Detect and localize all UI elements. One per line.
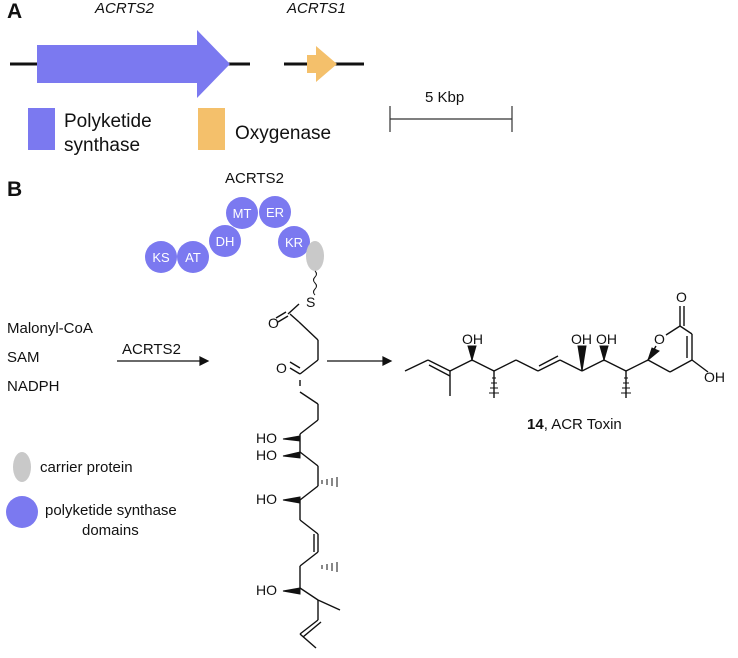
domain-label-kr: KR [285, 235, 303, 250]
legend-oxygenase-swatch [198, 108, 225, 150]
legend-pks-label-line1: Polyketide [64, 111, 152, 132]
intermediate-hashes [321, 477, 338, 572]
domain-label-ks: KS [152, 250, 170, 265]
substrate-malonyl-coa: Malonyl-CoA [7, 320, 93, 337]
domain-dh [209, 225, 241, 257]
domain-mt [226, 197, 258, 229]
pks-domains: KS AT DH MT ER KR [145, 196, 324, 273]
legend-pks-line1: polyketide synthase [45, 502, 177, 519]
phosphopantetheine-link [313, 270, 317, 296]
product-ring-o: O [654, 331, 665, 347]
legend-oxygenase-label: Oxygenase [235, 123, 332, 144]
gene-arrow-acrts1 [307, 46, 337, 82]
intermediate-o-1: O [268, 315, 279, 331]
intermediate-o-2: O [276, 360, 287, 376]
intermediate-ho-3: HO [256, 491, 277, 507]
product-carbonyl-o: O [676, 289, 687, 305]
carrier-protein [306, 241, 324, 271]
arrow-acrts2 [117, 356, 210, 366]
scale-bar-label: 5 Kbp [425, 89, 465, 106]
substrate-sam: SAM [7, 349, 40, 366]
product-wedges [467, 345, 660, 372]
legend-pks-line2: domains [82, 522, 139, 539]
arrow-enzyme-label: ACRTS2 [122, 341, 181, 358]
domain-ks [145, 241, 177, 273]
product-caption: 14, ACR Toxin [527, 416, 622, 433]
domain-label-er: ER [266, 205, 284, 220]
product-oh-3: OH [596, 331, 617, 347]
sulfur-atom: S [306, 294, 315, 310]
domain-er [259, 196, 291, 228]
product-oh-1: OH [462, 331, 483, 347]
intermediate-ho-1: HO [256, 430, 277, 446]
domain-kr [278, 226, 310, 258]
domain-at [177, 241, 209, 273]
legend-pks-swatch [28, 108, 55, 150]
gene-label-acrts2: ACRTS2 [95, 0, 154, 17]
domain-label-dh: DH [216, 234, 235, 249]
legend-pks-label-line2: synthase [64, 135, 141, 156]
legend-carrier-label: carrier protein [40, 459, 133, 476]
domain-label-mt: MT [233, 206, 252, 221]
legend-carrier-shape [13, 452, 31, 482]
scale-bar [389, 106, 513, 132]
legend-domain-shape [6, 496, 38, 528]
intermediate-wedges [282, 435, 301, 595]
panel-b-letter: B [7, 178, 23, 201]
panel-a-letter: A [7, 0, 23, 23]
product-oh-4: OH [704, 369, 725, 385]
arrow-to-product [327, 356, 393, 366]
domain-label-at: AT [185, 250, 201, 265]
acr-toxin-structure [404, 306, 709, 398]
intermediate-ho-2: HO [256, 447, 277, 463]
polyketide-intermediate [275, 303, 341, 649]
gene-arrow-acrts2 [37, 30, 230, 98]
gene-label-acrts1: ACRTS1 [287, 0, 346, 17]
product-oh-2: OH [571, 331, 592, 347]
product-hashes [489, 377, 631, 394]
substrate-nadph: NADPH [7, 378, 60, 395]
enzyme-title: ACRTS2 [225, 170, 284, 187]
product-number: 14 [527, 416, 544, 433]
product-name: , ACR Toxin [543, 416, 622, 433]
intermediate-ho-4: HO [256, 582, 277, 598]
